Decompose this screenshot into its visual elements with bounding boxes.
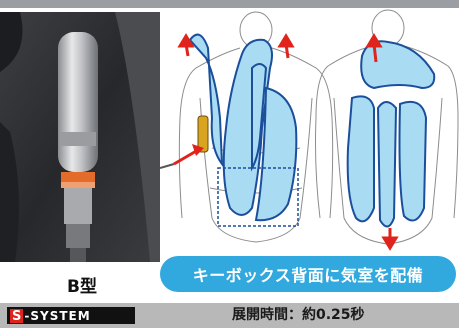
s-system-logo: S -SYSTEM (7, 307, 135, 324)
product-photo (0, 12, 160, 262)
logo-text: -SYSTEM (24, 308, 91, 323)
deploy-time: 展開時間：約0.25秒 (232, 307, 365, 323)
airbag-diagram (159, 8, 459, 258)
footer-bar: S -SYSTEM 展開時間：約0.25秒 (0, 303, 459, 328)
model-label: B型 (67, 277, 97, 297)
logo-s-mark: S (10, 308, 24, 324)
top-bar (0, 0, 459, 8)
feature-banner: キーボックス背面に気室を配備 (160, 256, 456, 292)
banner-text: キーボックス背面に気室を配備 (192, 266, 424, 285)
